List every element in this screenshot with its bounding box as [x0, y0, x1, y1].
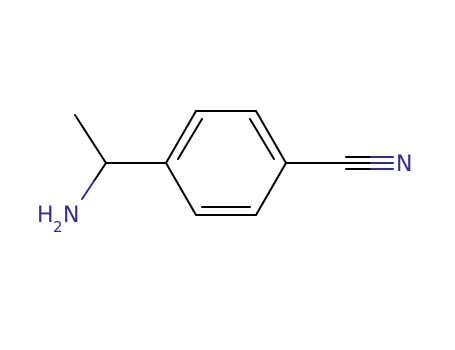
bond-c-n-hetero	[81, 180, 95, 200]
amine-subscript-label: 2	[53, 218, 63, 236]
ring-bond-6	[165, 162, 197, 216]
ring-bond-4	[255, 162, 287, 216]
ring-bond-1	[165, 110, 197, 164]
amine-h-label: H	[37, 203, 54, 228]
ring-inner-bond-1	[177, 118, 203, 160]
nitrile-n-label: N	[396, 152, 412, 177]
bond-methyl	[74, 114, 107, 164]
ring-bond-3	[255, 110, 287, 164]
amine-n-label: N	[63, 203, 79, 228]
bond-c-n-dark	[93, 162, 107, 182]
ring-inner-bond-2	[249, 118, 275, 160]
